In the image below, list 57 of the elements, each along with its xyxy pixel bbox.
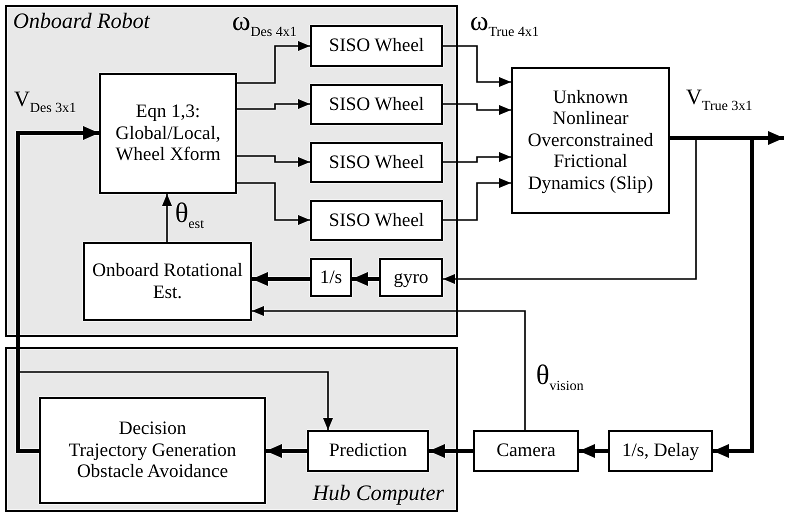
block-box — [379, 258, 443, 297]
block-box — [310, 25, 443, 67]
arrow — [252, 272, 312, 286]
block-box — [310, 84, 443, 125]
block-label: SISO Wheel — [328, 152, 424, 174]
arrow — [252, 306, 526, 430]
block-box — [39, 397, 266, 504]
arrow — [443, 45, 511, 87]
arrow — [670, 136, 754, 458]
signal-label: θ$_{vision}$ — [536, 362, 584, 394]
block-box — [473, 430, 579, 472]
block-label: SISO Wheel — [328, 35, 424, 57]
signal-label: ω$_{True 4x1}$ — [470, 8, 539, 40]
block-label: 1/s, Delay — [622, 440, 700, 462]
signal-label: V$_{Des 3x1}$ — [14, 88, 76, 116]
arrow — [443, 152, 511, 163]
block-box — [99, 73, 237, 194]
block-box — [511, 67, 670, 214]
arrow — [237, 99, 310, 110]
block-box — [310, 200, 443, 241]
block-label: Trajectory Generation — [68, 440, 236, 462]
arrow — [16, 126, 99, 453]
panel-title: Hub Computer — [312, 481, 444, 506]
arrow — [162, 194, 172, 243]
signal-label: V$_{True 3x1}$ — [686, 86, 752, 114]
signal-label: ω$_{Des 4x1}$ — [232, 8, 297, 40]
subsystem-panel — [5, 5, 458, 337]
block-label: Onboard Rotational Est. — [91, 260, 244, 303]
block-box — [83, 242, 252, 321]
block-label: 1/s — [320, 266, 342, 288]
arrow — [443, 137, 697, 284]
subsystem-panel — [5, 347, 458, 512]
arrow — [266, 444, 309, 458]
panel-title: Onboard Robot — [13, 9, 150, 34]
arrow — [579, 444, 610, 458]
block-label: Unknown Nonlinear Overconstrained Frictional Dynamics (Slip) — [526, 86, 654, 194]
arrow — [429, 444, 475, 458]
block-box — [608, 430, 713, 472]
block-label: Prediction — [328, 440, 408, 462]
block-label: gyro — [394, 266, 428, 288]
arrow — [443, 103, 511, 115]
block-box — [310, 258, 352, 297]
arrow — [17, 371, 333, 452]
arrow — [237, 41, 310, 84]
block-label: Camera — [496, 440, 556, 462]
arrow — [237, 155, 310, 167]
block-label: Decision — [118, 418, 186, 440]
signal-label: θ$_{est}$ — [175, 200, 204, 232]
block-label: SISO Wheel — [328, 94, 424, 116]
arrow — [352, 272, 381, 286]
block-box — [307, 430, 429, 472]
arrow — [443, 178, 511, 221]
block-box — [310, 142, 443, 183]
block-label: SISO Wheel — [328, 210, 424, 232]
block-label: Eqn 1,3: Global/Local, Wheel Xform — [114, 101, 222, 166]
arrow — [237, 182, 310, 225]
block-label: Obstacle Avoidance — [76, 461, 228, 483]
